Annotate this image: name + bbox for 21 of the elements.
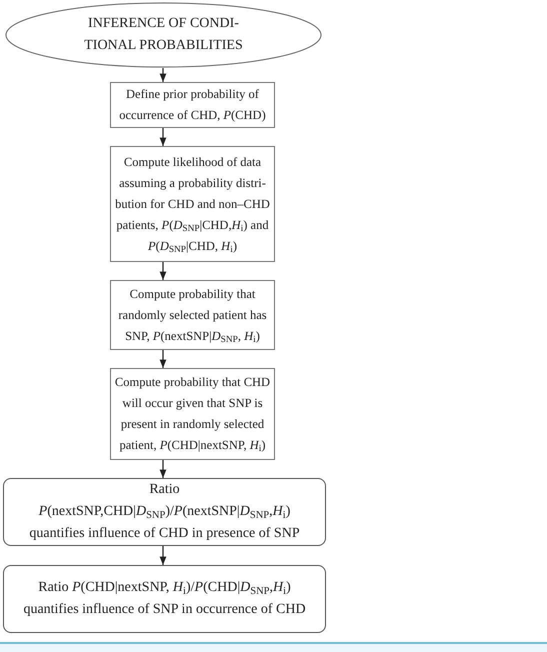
arrow <box>160 546 166 565</box>
box-text: Ratio P(CHD|nextSNP, H$_{i}$)/P(CHD|D$_{SNP}$,H$_{i}$) quantifies influence of SNP in occurrence of CHD <box>22 579 307 619</box>
arrow <box>160 350 166 368</box>
arrow <box>160 460 166 478</box>
title-ellipse <box>5 2 322 68</box>
arrow <box>160 128 166 146</box>
process-box <box>110 146 275 262</box>
box-text: INFERENCE OF CONDI- TIONAL PROBABILITIES <box>83 15 244 55</box>
arrow <box>160 68 166 82</box>
box-text: quantifies influence of CHD in presence of SNP <box>28 525 301 543</box>
box-text: Compute probability that CHD will occur given that SNP is present in randomly selected patient, P(CHD|nextSNP, H$_{i}$) <box>114 374 272 456</box>
process-box <box>3 565 326 633</box>
process-box <box>3 478 326 546</box>
process-box <box>110 280 275 350</box>
arrow <box>160 262 166 280</box>
process-box <box>110 82 275 128</box>
box-text: Compute likelihood of data assuming a probability distri- bution for CHD and non–CHD patients, P(D$_{SNP}$|CHD,H$_{i}$) and P(D$_{SNP}$|CHD, H$_{i}$) <box>114 154 271 256</box>
box-text: Compute probability that randomly selected patient has SNP, P(nextSNP|D$_{SNP}$, H$_{i}$) <box>117 286 268 346</box>
box-text: P(nextSNP,CHD|D$_{SNP}$)/P(nextSNP|D$_{SNP}$,H$_{i}$) <box>38 503 292 523</box>
box-text: Define prior probability of occurrence of CHD, P(CHD) <box>118 86 267 124</box>
box-text: Ratio <box>148 481 181 499</box>
